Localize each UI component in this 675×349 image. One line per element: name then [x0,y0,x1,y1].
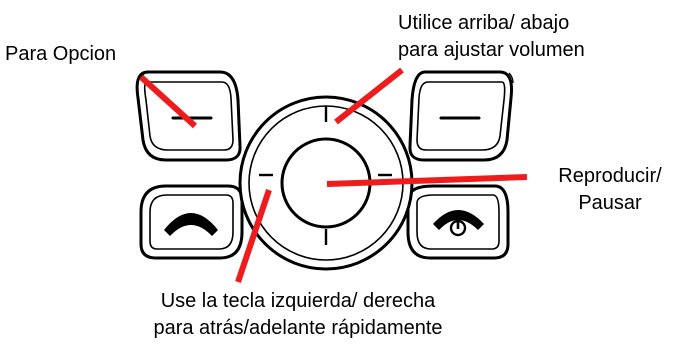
volume-caption-line-2: para ajustar volumen [398,39,585,61]
options-caption-line: Para Opcion [5,43,117,65]
pointers [138,67,528,283]
phone-handset-icon [164,213,218,236]
options-caption: Para Opcion [5,41,116,68]
volume-caption-line-1: Utilice arriba/ abajo [398,12,570,34]
play-pause-caption: Reproducir/ Pausar [548,163,672,217]
seek-caption: Use la tecla izquierda/ derecha para atr… [133,288,463,342]
pointer-options [138,74,198,129]
play-pause-caption-line-1: Reproducir/ [558,165,662,187]
end-key [406,184,510,260]
volume-caption: Utilice arriba/ abajo para ajustar volum… [398,10,585,64]
right-soft-key [408,70,513,162]
seek-caption-line-2: para atrás/adelante rápidamente [153,317,443,339]
seek-caption-line-1: Use la tecla izquierda/ derecha [160,290,436,312]
pointer-play [326,174,528,187]
pointer-volume [334,67,404,125]
pointer-seek [235,189,272,283]
call-key [139,184,244,260]
play-pause-caption-line-2: Pausar [578,192,642,214]
